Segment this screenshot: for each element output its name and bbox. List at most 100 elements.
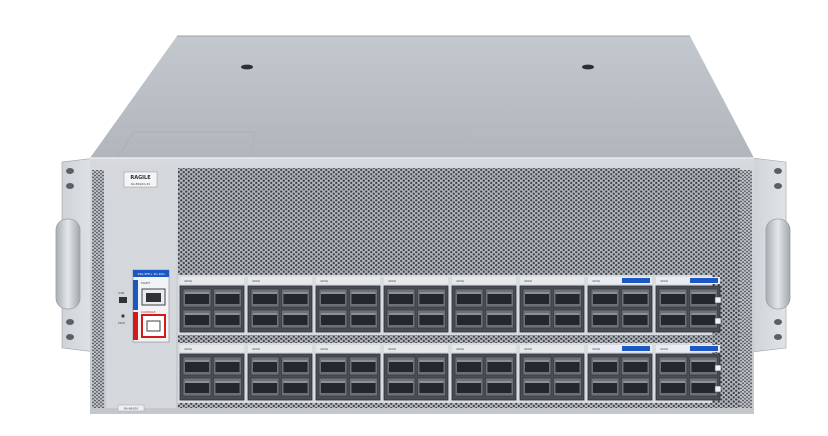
qsfp-port[interactable]: [485, 288, 514, 308]
handle-right[interactable]: [765, 218, 791, 310]
qsfp-port[interactable]: [213, 288, 242, 308]
qsfp-port[interactable]: [590, 309, 620, 329]
qsfp-port[interactable]: [553, 309, 582, 329]
qsfp-port[interactable]: [213, 309, 242, 329]
port-led-label: 400G: [524, 279, 533, 283]
qsfp-port[interactable]: [658, 288, 688, 308]
chassis-top-cover: [90, 36, 754, 158]
qsfp-port[interactable]: [658, 309, 688, 329]
qsfp-port[interactable]: [522, 288, 552, 308]
qsfp-port[interactable]: [386, 356, 416, 376]
rack-ear-right: [751, 157, 791, 353]
port-led-label: 400G: [320, 279, 329, 283]
port-group: 400G: [247, 345, 313, 401]
qsfp-port[interactable]: [281, 288, 310, 308]
qsfp-port[interactable]: [689, 356, 718, 376]
port-led-label: 400G: [592, 347, 601, 351]
port-label-highlight: [622, 346, 650, 351]
qsfp-port[interactable]: [182, 356, 212, 376]
qsfp-port[interactable]: [621, 356, 650, 376]
brand-label: RAGILE: [130, 175, 151, 181]
top-screw-right: [582, 64, 594, 70]
qsfp-port[interactable]: [553, 356, 582, 376]
qsfp-port[interactable]: [590, 288, 620, 308]
port-led-label: 400G: [456, 347, 465, 351]
qsfp-port[interactable]: [553, 288, 582, 308]
qsfp-port[interactable]: [281, 309, 310, 329]
qsfp-port[interactable]: [522, 377, 552, 397]
port-group: 400G: [383, 277, 449, 333]
qsfp-port[interactable]: [318, 288, 348, 308]
qsfp-port[interactable]: [213, 377, 242, 397]
qsfp-port[interactable]: [454, 288, 484, 308]
qsfp-port[interactable]: [250, 288, 280, 308]
qsfp-port[interactable]: [454, 356, 484, 376]
port-group: 400G: [655, 345, 721, 401]
pwr-label: PWR: [118, 321, 125, 325]
console-label: CONSOLE: [141, 310, 156, 314]
qsfp-port[interactable]: [522, 356, 552, 376]
port-group: 400G: [519, 345, 585, 401]
usb-port[interactable]: [119, 297, 127, 303]
qsfp-port[interactable]: [417, 309, 446, 329]
qsfp-port[interactable]: [689, 377, 718, 397]
qsfp-port[interactable]: [417, 377, 446, 397]
port-status-icon: [714, 364, 722, 372]
qsfp-port[interactable]: [281, 377, 310, 397]
qsfp-port[interactable]: [318, 377, 348, 397]
qsfp-port[interactable]: [250, 377, 280, 397]
port-label-highlight: [622, 278, 650, 283]
port-group: 400G: [383, 345, 449, 401]
qsfp-port[interactable]: [590, 377, 620, 397]
qsfp-port[interactable]: [454, 377, 484, 397]
front-vent-right: [740, 170, 752, 408]
qsfp-port[interactable]: [621, 377, 650, 397]
qsfp-port[interactable]: [182, 288, 212, 308]
qsfp-port[interactable]: [250, 356, 280, 376]
qsfp-port[interactable]: [485, 377, 514, 397]
qsfp-port[interactable]: [417, 288, 446, 308]
mgmt-label: MGMT: [141, 281, 151, 285]
qsfp-port[interactable]: [522, 309, 552, 329]
qsfp-port[interactable]: [213, 356, 242, 376]
qsfp-port[interactable]: [386, 309, 416, 329]
qsfp-port[interactable]: [485, 356, 514, 376]
handle-left[interactable]: [55, 218, 81, 310]
qsfp-port[interactable]: [386, 377, 416, 397]
port-group: 400G: [587, 345, 653, 401]
qsfp-port[interactable]: [621, 288, 650, 308]
qsfp-port[interactable]: [349, 288, 378, 308]
port-led-label: 400G: [184, 347, 193, 351]
qsfp-port[interactable]: [182, 377, 212, 397]
port-status-icon: [714, 317, 722, 325]
qsfp-port[interactable]: [349, 377, 378, 397]
qsfp-port[interactable]: [658, 356, 688, 376]
qsfp-port[interactable]: [417, 356, 446, 376]
qsfp-port[interactable]: [689, 288, 718, 308]
qsfp-port[interactable]: [318, 309, 348, 329]
qsfp-port[interactable]: [689, 309, 718, 329]
port-led-label: 400G: [388, 279, 397, 283]
qsfp-port[interactable]: [454, 309, 484, 329]
qsfp-port[interactable]: [281, 356, 310, 376]
usb-label: USB: [118, 291, 124, 295]
port-group: 400G: [587, 277, 653, 333]
mgmt-panel-header: 10G SFP+ 1G 10G: [137, 272, 165, 276]
qsfp-port[interactable]: [553, 377, 582, 397]
port-group: 400G: [519, 277, 585, 333]
qsfp-port[interactable]: [250, 309, 280, 329]
qsfp-port[interactable]: [485, 309, 514, 329]
qsfp-port[interactable]: [349, 356, 378, 376]
qsfp-port[interactable]: [658, 377, 688, 397]
qsfp-port[interactable]: [349, 309, 378, 329]
model-label: RA-B6920-4S: [131, 182, 151, 186]
qsfp-port[interactable]: [182, 309, 212, 329]
qsfp-port[interactable]: [590, 356, 620, 376]
port-led-label: 400G: [660, 347, 669, 351]
port-led-label: 400G: [660, 279, 669, 283]
qsfp-port[interactable]: [386, 288, 416, 308]
qsfp-port[interactable]: [318, 356, 348, 376]
qsfp-port[interactable]: [621, 309, 650, 329]
